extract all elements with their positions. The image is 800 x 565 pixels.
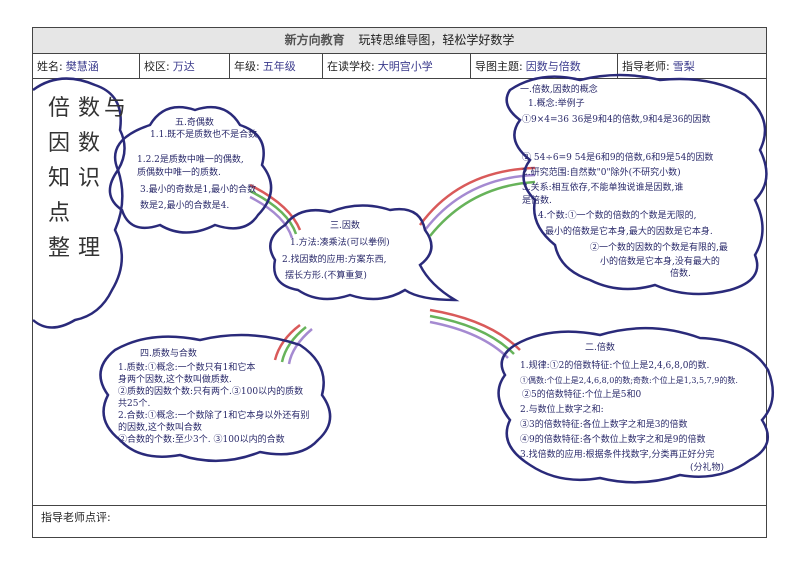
title-char-8: 点 (48, 201, 70, 226)
multiples-line-6: ③3的倍数特征:各位上数字之和是3的倍数 (520, 418, 688, 430)
name-value: 樊慧涵 (65, 60, 99, 73)
concept-line-8: 4.个数:①一个数的倍数的个数是无限的, (538, 209, 696, 221)
campus-value: 万达 (172, 60, 195, 73)
center-line-2: 2.找因数的应用:方案东西, (282, 253, 386, 265)
multiples-cloud (497, 326, 775, 484)
vertical-title: 倍 数 与 因 数 知 识 点 整 理 (48, 96, 126, 261)
topic-value: 因数与倍数 (525, 60, 581, 73)
ribbon-odd-green (249, 189, 298, 235)
prime-cloud (99, 333, 332, 463)
odd-even-line-2: 1.1.既不是质数也不是合数 (150, 128, 257, 140)
multiples-line-7: ④9的倍数特征:各个数位上数字之和是9的倍数 (520, 433, 706, 445)
prime-line-2: 1.质数:①概念:一个数只有1和它本 (118, 361, 255, 373)
ribbon-multiple-green (429, 314, 515, 355)
multiples-line-8: 3.找倍数的应用:根据条件找数字,分类再正好分完 (520, 448, 714, 460)
center-heading: 三.因数 (330, 219, 360, 231)
odd-even-line-3: 1.2.2是质数中唯一的偶数, (137, 153, 244, 165)
grade-value: 五年级 (262, 60, 296, 73)
title-char-2: 数 (78, 96, 100, 121)
teacher-value: 雪梨 (672, 60, 695, 73)
odd-even-line-6: 数是2,最小的合数是4. (140, 199, 229, 211)
title-char-1: 倍 (48, 96, 70, 121)
ribbon-odd-purple (249, 195, 294, 239)
prime-line-1: 四.质数与合数 (140, 347, 197, 359)
odd-even-line-1: 五.奇偶数 (175, 116, 214, 128)
odd-even-cloud (108, 105, 273, 234)
connector-ribbons (249, 166, 536, 365)
title-char-5: 数 (78, 131, 100, 156)
concept-line-6: 3.关系:相互依存,不能单独说谁是因数,谁 (522, 181, 683, 193)
prime-line-4: ②质数的因数个数:只有两个.③100以内的质数 (118, 385, 303, 397)
header-bar: 新方向教育 玩转思维导图，轻松学好数学 (33, 28, 766, 54)
prime-line-3: 身两个因数,这个数叫做质数. (118, 373, 232, 385)
odd-even-line-4: 质偶数中唯一的质数. (137, 166, 221, 178)
topic-label: 导图主题: (475, 60, 523, 73)
multiples-line-2: 1.规律:①2的倍数特征:个位上是2,4,6,8,0的数. (520, 359, 709, 371)
ribbon-concept-purple (424, 173, 536, 231)
prime-line-5: 共25个. (118, 398, 150, 409)
title-char-4: 因 (48, 131, 70, 156)
center-line-1: 1.方法:凑乘法(可以拳例) (290, 236, 390, 248)
odd-even-line-5: 3.最小的奇数是1,最小的合数 (140, 183, 256, 195)
ribbon-multiple-purple (429, 320, 509, 359)
center-text: 三.因数 1.方法:凑乘法(可以拳例) 2.找因数的应用:方案东西, 摆长方形.… (282, 219, 390, 281)
concept-line-4: ② 54÷6=9 54是6和9的倍数,6和9是54的因数 (522, 151, 713, 163)
mindmap-sheet: 新方向教育 玩转思维导图，轻松学好数学 姓名: 樊慧涵 校区: 万达 年级: 五… (32, 27, 767, 538)
ribbon-concept-green (429, 180, 536, 237)
prime-text: 四.质数与合数 1.质数:①概念:一个数只有1和它本 身两个因数,这个数叫做质数… (118, 347, 309, 445)
multiples-line-9: (分礼物) (690, 461, 724, 473)
ribbon-concept-red (418, 166, 536, 226)
prime-line-6: 2.合数:①概念:一个数除了1和它本身以外还有别 (118, 409, 309, 421)
title-char-7: 识 (78, 166, 100, 191)
school-cell: 在读学校: 大明宫小学 (323, 54, 471, 78)
slogan: 玩转思维导图，轻松学好数学 (358, 33, 515, 47)
concept-line-7: 是倍数. (522, 194, 552, 206)
concept-line-9: 最小的倍数是它本身,最大的因数是它本身. (545, 225, 713, 237)
comment-area: 指导老师点评: (33, 505, 766, 537)
school-label: 在读学校: (327, 60, 375, 73)
ribbon-multiple-red (429, 308, 521, 351)
concept-line-10: ②一个数的因数的个数是有限的,最 (590, 241, 728, 253)
name-label: 姓名: (37, 60, 63, 73)
campus-cell: 校区: 万达 (140, 54, 230, 78)
multiples-line-3: ①偶数:个位上是2,4,6,8,0的数;奇数:个位上是1,3,5,7,9的数. (520, 375, 738, 385)
grade-cell: 年级: 五年级 (230, 54, 323, 78)
brand-logo: 新方向教育 (284, 33, 345, 47)
comment-label: 指导老师点评: (41, 511, 111, 524)
prime-line-8: ②合数的个数:至少3个. ③100以内的合数 (118, 433, 285, 445)
ribbon-prime-purple (287, 328, 313, 365)
teacher-cell: 指导老师: 雪梨 (618, 54, 766, 78)
name-cell: 姓名: 樊慧涵 (33, 54, 140, 78)
teacher-label: 指导老师: (622, 60, 670, 73)
title-char-6: 知 (48, 166, 70, 191)
concept-line-3: ①9×4=36 36是9和4的倍数,9和4是36的因数 (522, 113, 711, 125)
grade-label: 年级: (234, 60, 260, 73)
center-cloud (269, 204, 460, 302)
concept-cloud (505, 73, 768, 296)
concept-line-1: 一.倍数,因数的概念 (520, 83, 598, 95)
odd-even-text: 五.奇偶数 1.1.既不是质数也不是合数 1.2.2是质数中唯一的偶数, 质偶数… (137, 116, 257, 211)
title-char-3: 与 (104, 96, 126, 121)
concept-line-5: 2.研究范围:自然数"0"除外(不研究小数) (522, 166, 681, 178)
multiples-line-1: 二.倍数 (585, 341, 615, 353)
concept-line-2: 1.概念:举例子 (528, 97, 585, 109)
multiples-line-5: 2.与数位上数字之和: (520, 403, 604, 415)
multiples-text: 二.倍数 1.规律:①2的倍数特征:个位上是2,4,6,8,0的数. ①偶数:个… (520, 341, 738, 473)
prime-line-7: 的因数,这个数叫合数 (118, 421, 202, 433)
ribbon-odd-red (249, 183, 302, 231)
concept-line-11: 小的倍数是它本身,没有最大的 (600, 255, 720, 267)
topic-cell: 导图主题: 因数与倍数 (471, 54, 618, 78)
campus-label: 校区: (144, 60, 170, 73)
ribbon-prime-green (280, 326, 307, 363)
info-row: 姓名: 樊慧涵 校区: 万达 年级: 五年级 在读学校: 大明宫小学 导图主题:… (33, 54, 766, 79)
concept-text: 一.倍数,因数的概念 1.概念:举例子 ①9×4=36 36是9和4的倍数,9和… (520, 83, 728, 279)
title-cloud (32, 77, 126, 329)
title-char-10: 理 (78, 236, 100, 261)
school-value: 大明宫小学 (377, 60, 433, 73)
center-line-3: 摆长方形.(不算重复) (285, 269, 367, 281)
multiples-line-4: ②5的倍数特征:个位上是5和0 (522, 388, 641, 400)
title-char-9: 整 (48, 236, 70, 261)
concept-line-12: 倍数. (670, 267, 691, 279)
